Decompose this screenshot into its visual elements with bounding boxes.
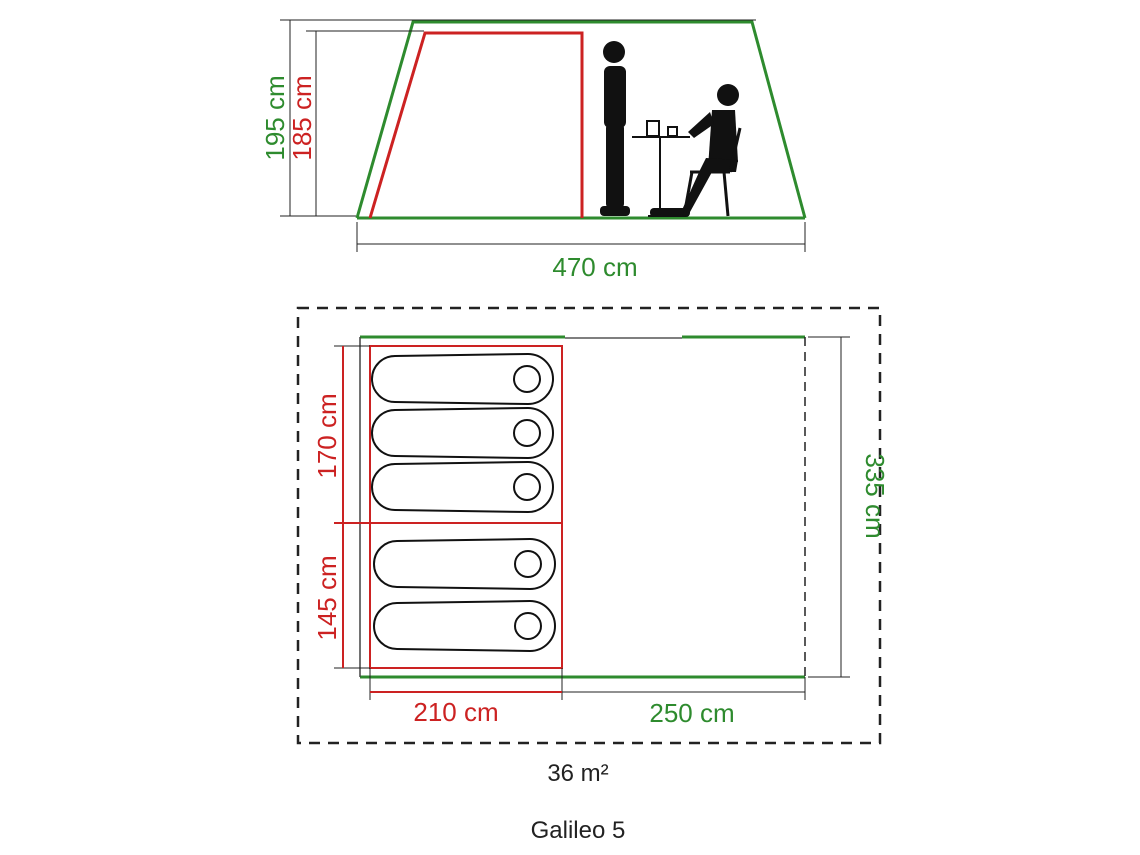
bedroom-width-dimensions xyxy=(334,345,562,669)
sleeping-bag-icon xyxy=(371,352,554,406)
outer-tent-profile xyxy=(355,20,807,219)
label-470cm: 470 cm xyxy=(552,252,637,282)
total-width-dimension xyxy=(808,336,850,678)
label-195cm: 195 cm xyxy=(260,75,290,160)
sleeping-bag-icon xyxy=(373,537,556,591)
footprint-dashed xyxy=(296,306,882,745)
height-dimensions xyxy=(280,19,756,217)
chair-icon xyxy=(682,127,742,217)
table-icon xyxy=(632,120,690,217)
bedroom-outline xyxy=(369,345,563,669)
floor-plan: 170 cm 145 cm 210 cm 250 cm 335 cm xyxy=(296,306,890,745)
standing-person-icon xyxy=(600,41,630,216)
label-185cm: 185 cm xyxy=(287,75,317,160)
label-145cm: 145 cm xyxy=(312,555,342,640)
sleeping-bag-icon xyxy=(371,460,554,514)
sleeping-bags xyxy=(371,352,556,653)
depth-dimensions xyxy=(369,668,806,700)
sleeping-bag-icon xyxy=(373,599,556,653)
label-170cm: 170 cm xyxy=(312,393,342,478)
area-label: 36 m² xyxy=(547,760,608,787)
length-dimension xyxy=(356,222,806,252)
label-210cm: 210 cm xyxy=(413,697,498,727)
model-name: Galileo 5 xyxy=(531,817,626,844)
label-250cm: 250 cm xyxy=(649,698,734,728)
label-335cm: 335 cm xyxy=(860,453,890,538)
bedroom-profile xyxy=(368,31,584,219)
side-view: 195 cm 185 cm 470 cm xyxy=(260,19,807,282)
sleeping-bag-icon xyxy=(371,406,554,460)
